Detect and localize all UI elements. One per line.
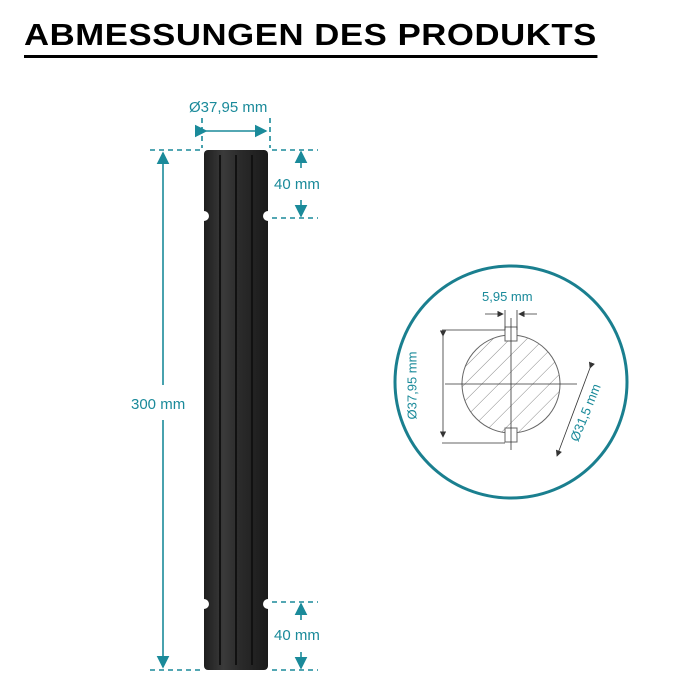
total-length-label: 300 mm	[131, 396, 186, 413]
page-title: ABMESSUNGEN DES PRODUKTS	[24, 17, 597, 59]
shaft-image	[199, 150, 273, 670]
bottom-spline-length-label: 40 mm	[274, 627, 320, 644]
diameter-label: Ø37,95 mm	[189, 99, 268, 116]
outer-diameter-label: Ø37,95 mm	[404, 351, 420, 420]
top-spline-length-label: 40 mm	[274, 176, 320, 193]
key-width-label: 5,95 mm	[482, 289, 533, 304]
cross-section-diagram	[393, 264, 629, 500]
